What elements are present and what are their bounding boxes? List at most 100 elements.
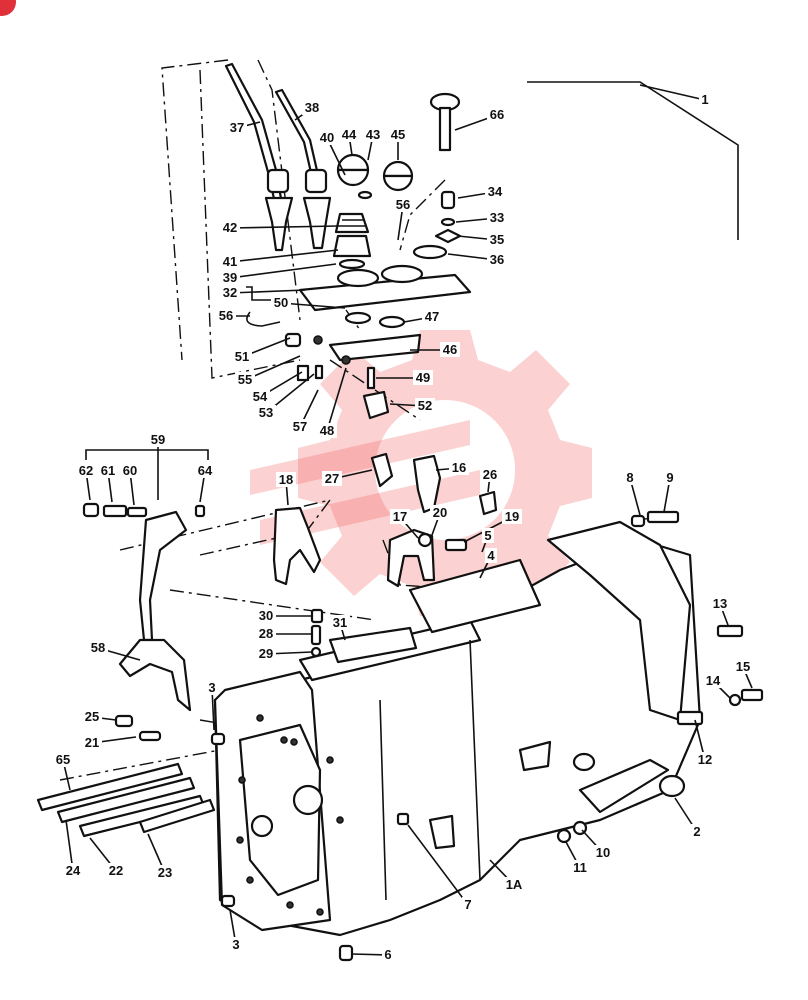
shift-rails	[36, 762, 216, 838]
callout-leader-13	[229, 249, 339, 263]
callout-label-bg	[388, 127, 408, 142]
callout-label-bg	[256, 646, 276, 661]
callout-label: 8	[626, 470, 633, 485]
cover-gasket	[328, 333, 422, 362]
callout-label-bg	[195, 463, 215, 478]
callout-label: 36	[490, 252, 504, 267]
callout-label: 56	[219, 308, 233, 323]
callout-label: 12	[698, 752, 712, 767]
callout-label-bg	[271, 295, 291, 310]
callout-label-bg	[413, 370, 433, 385]
callout-label: 39	[223, 270, 237, 285]
callout-label-bg	[302, 100, 322, 115]
callout-label: 1	[701, 92, 708, 107]
shift-lever-left	[224, 62, 294, 252]
callout-label-bg	[487, 232, 507, 247]
callout-label-bg	[148, 432, 168, 447]
callout-label: 21	[85, 735, 99, 750]
callout-label-bg	[570, 860, 590, 875]
callout-label-bg	[733, 659, 753, 674]
callout-label: 46	[443, 342, 457, 357]
callout-label: 20	[433, 505, 447, 520]
callout-label-bg	[106, 863, 126, 878]
callout-label-bg	[422, 309, 442, 324]
callout-leader-17	[280, 302, 346, 309]
callout-label-bg	[256, 626, 276, 641]
callout-leader-0	[639, 84, 706, 101]
callout-label-bg	[317, 130, 337, 145]
top-bolt-66	[429, 92, 461, 152]
callout-label: 49	[416, 370, 430, 385]
callout-label: 50	[274, 295, 288, 310]
callout-label: 47	[425, 309, 439, 324]
callout-label-bg	[63, 863, 83, 878]
callout-label: 51	[235, 349, 249, 364]
callout-leader-28	[326, 367, 347, 432]
callout-label: 24	[66, 863, 81, 878]
callout-label: 42	[223, 220, 237, 235]
callout-label: 22	[109, 863, 123, 878]
callout-label: 27	[325, 471, 339, 486]
callout-label-bg	[382, 947, 394, 962]
callout-label: 10	[596, 845, 610, 860]
callout-label: 3	[232, 937, 239, 952]
lever-ball-knobs	[336, 153, 414, 200]
callout-label: 29	[259, 646, 273, 661]
small-hardware-far-right	[556, 510, 764, 844]
callout-label: 11	[573, 860, 587, 875]
callout-label: 56	[396, 197, 410, 212]
callout-label: 26	[483, 467, 497, 482]
callout-label: 32	[223, 285, 237, 300]
callout-label: 7	[464, 897, 471, 912]
callout-label: 6	[384, 947, 391, 962]
callout-label: 54	[253, 389, 268, 404]
callout-label-bg	[703, 673, 723, 688]
callout-label-bg	[664, 470, 676, 485]
callout-label: 48	[320, 423, 334, 438]
callout-label: 14	[706, 673, 721, 688]
callout-label-bg	[220, 254, 240, 269]
callout-label: 13	[713, 596, 727, 611]
callout-label: 23	[158, 865, 172, 880]
callout-label-bg	[487, 210, 507, 225]
small-plugs-left	[114, 714, 410, 962]
callout-label-bg	[220, 285, 240, 300]
callout-label-bg	[290, 419, 310, 434]
callout-label-bg	[390, 509, 410, 524]
callout-leader-61	[65, 819, 74, 872]
small-hardware-right	[412, 190, 462, 260]
callout-label: 18	[279, 472, 293, 487]
bracket-59	[85, 449, 209, 460]
callout-label: 35	[490, 232, 504, 247]
callout-label: 65	[56, 752, 70, 767]
callout-label-bg	[155, 865, 175, 880]
callout-label-bg	[317, 423, 337, 438]
callout-label: 30	[259, 608, 273, 623]
shift-lever-assembly-58	[118, 510, 192, 712]
callout-label-bg	[462, 897, 474, 912]
callout-label-bg	[232, 349, 252, 364]
callout-label: 4	[487, 548, 495, 563]
callout-label: 58	[91, 640, 105, 655]
callout-label: 15	[736, 659, 750, 674]
callout-label-bg	[256, 608, 276, 623]
callout-label-bg	[250, 389, 270, 404]
callout-label-bg	[504, 877, 524, 892]
bracket-32	[246, 286, 272, 301]
callout-label: 38	[305, 100, 319, 115]
callout-label: 2	[693, 824, 700, 839]
callout-label-bg	[322, 471, 342, 486]
callout-label-bg	[235, 372, 255, 387]
callout-label-bg	[415, 398, 435, 413]
wire-clip-56	[246, 311, 281, 327]
callout-label-bg	[330, 615, 350, 630]
callout-label-bg	[449, 460, 469, 475]
callout-label: 53	[259, 405, 273, 420]
callout-label: 34	[488, 184, 503, 199]
callout-label: 55	[238, 372, 252, 387]
callout-label-bg	[699, 92, 711, 107]
callout-label-bg	[363, 127, 383, 142]
callout-label: 33	[490, 210, 504, 225]
callout-label-bg	[216, 308, 236, 323]
